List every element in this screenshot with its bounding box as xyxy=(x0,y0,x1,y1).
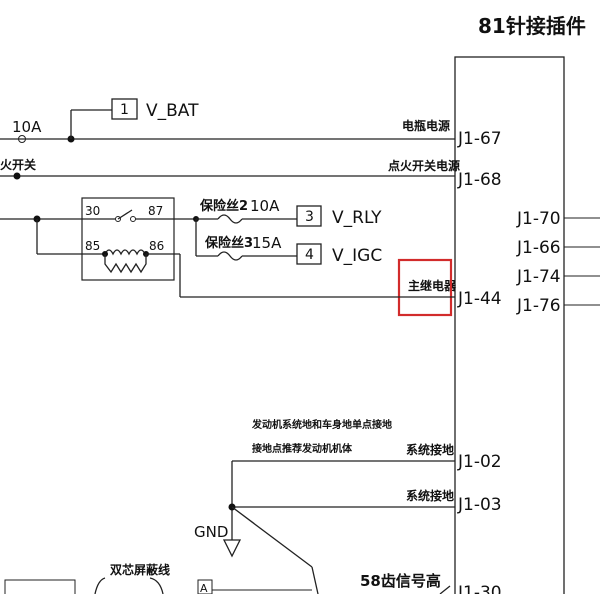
output-box-1 xyxy=(111,98,138,120)
fuse3-label: 保险丝3 xyxy=(204,235,253,251)
label-system-ground-2: 系统接地 xyxy=(406,488,454,503)
pin-right-1: J1-66 xyxy=(516,238,561,258)
output-name-4: V_IGC xyxy=(332,246,382,266)
output-name-3: V_RLY xyxy=(332,208,382,228)
bottom-a-label: A xyxy=(200,582,208,594)
fuse2-rating: 10A xyxy=(250,197,280,215)
output-num-4: 4 xyxy=(305,247,314,263)
pin-left-3: J1-02 xyxy=(457,452,502,472)
highlight-box xyxy=(397,258,453,317)
connector-title: 81针接插件 xyxy=(478,14,586,38)
relay-pin-87: 87 xyxy=(148,204,163,218)
label-58-tooth-high: 58齿信号高 xyxy=(360,572,441,590)
label-ignition-power: 点火开关电源 xyxy=(388,158,460,173)
output-num-1: 1 xyxy=(120,102,129,118)
pin-left-1: J1-68 xyxy=(457,170,502,190)
relay-pin-30: 30 xyxy=(85,204,100,218)
ground-symbol xyxy=(222,539,242,558)
fuse3-rating: 15A xyxy=(252,234,282,252)
pin-left-5: J1-30 xyxy=(457,583,502,594)
label-battery-power: 电瓶电源 xyxy=(402,118,450,133)
pin-left-0: J1-67 xyxy=(457,129,502,149)
connector-block xyxy=(454,56,565,594)
left-ignition-label: 火开关 xyxy=(0,157,36,172)
output-box-4 xyxy=(296,243,322,265)
label-main-relay: 主继电器 xyxy=(408,278,457,293)
pin-right-2: J1-74 xyxy=(516,267,561,287)
pin-right-3: J1-76 xyxy=(516,296,561,316)
shield-cable-label: 双芯屏蔽线 xyxy=(110,562,170,577)
left-fuse-rating: 10A xyxy=(12,118,42,136)
gnd-label: GND xyxy=(194,523,228,541)
output-num-3: 3 xyxy=(305,209,314,225)
fuse2-label: 保险丝2 xyxy=(199,198,248,214)
pin-left-2: J1-44 xyxy=(457,289,502,309)
pin-right-0: J1-70 xyxy=(516,209,561,229)
relay-pin-85: 85 xyxy=(85,239,100,253)
pin-left-4: J1-03 xyxy=(457,495,502,515)
output-box-3 xyxy=(296,205,322,227)
output-name-1: V_BAT xyxy=(146,101,199,121)
relay-pin-86: 86 xyxy=(149,239,164,253)
label-system-ground-1: 系统接地 xyxy=(406,442,454,457)
ground-note-2: 接地点推荐发动机机体 xyxy=(252,442,353,455)
ground-note-1: 发动机系统地和车身地单点接地 xyxy=(251,418,392,431)
